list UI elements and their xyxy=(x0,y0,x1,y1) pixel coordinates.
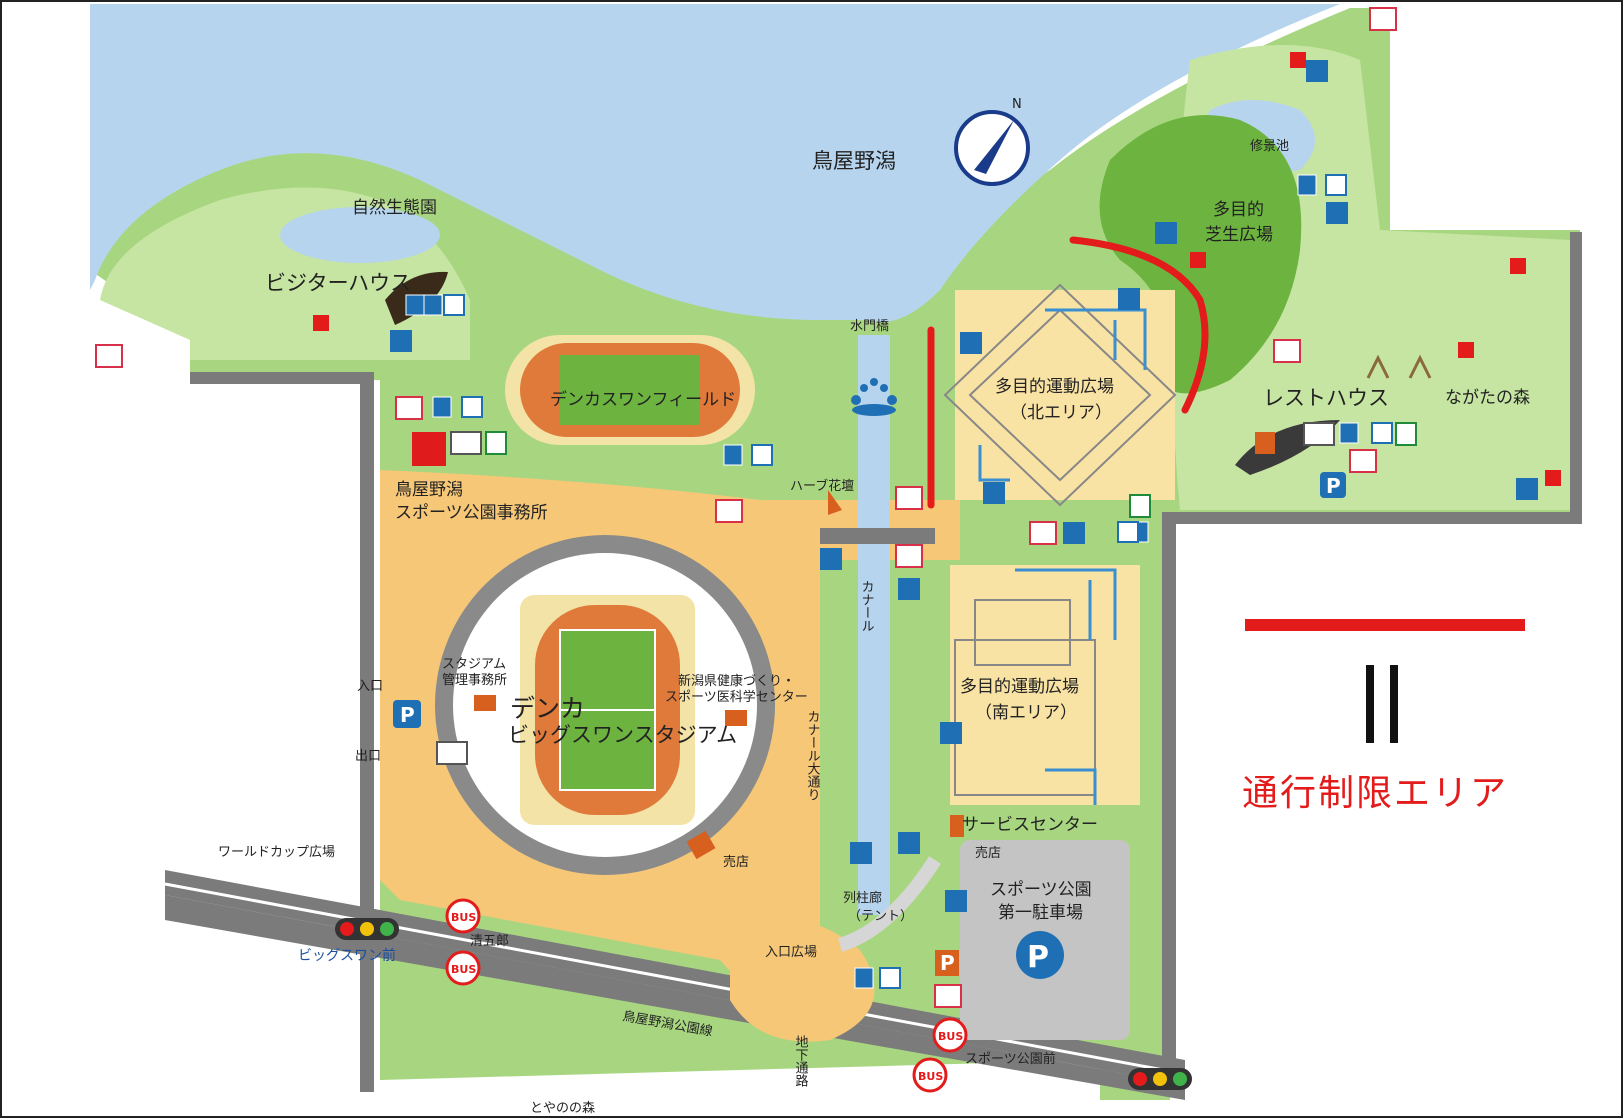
legend-equals-bar-right xyxy=(1390,665,1398,743)
bus-stop-sports-park-2: BUS xyxy=(912,1057,948,1093)
bus-stop-sports-park-2-label: BUS xyxy=(918,1070,943,1083)
no-entry-icons xyxy=(313,52,1561,486)
canal-bridge xyxy=(820,528,935,544)
lake-label: 鳥屋野潟 xyxy=(812,149,896,173)
seigoro-label: 清五郎 xyxy=(470,934,509,949)
compass-north-label: N xyxy=(1012,97,1022,112)
colonnade-label-1: 列柱廊 xyxy=(843,890,882,906)
exit-label: 出口 xyxy=(355,749,381,764)
stadium-label-1: デンカ xyxy=(510,694,585,723)
bicycle-icons xyxy=(95,7,1397,1008)
nature-pond xyxy=(280,207,440,263)
north-area-ground xyxy=(955,290,1175,500)
drinking-fountain-icons xyxy=(390,60,1538,912)
traffic-light-east xyxy=(1128,1068,1192,1090)
entrance-label: 入口 xyxy=(357,679,383,694)
entrance-plaza-label: 入口広場 xyxy=(765,945,817,960)
stadium-office-label-1: スタジアム xyxy=(442,657,506,672)
underpass-label: 地下通路 xyxy=(793,1035,809,1087)
road-centerline xyxy=(164,882,1186,1076)
lawn-plaza-label-1: 多目的 xyxy=(1213,200,1264,220)
parking-label-1: スポーツ公園 xyxy=(990,880,1092,900)
suimon-bridge-label: 水門橋 xyxy=(850,319,889,334)
visitor-house-label: ビジターハウス xyxy=(265,271,411,295)
parking-sign-orange: P xyxy=(935,950,959,976)
canal-label: カナール xyxy=(859,580,874,632)
canal-street-label: カナール大通り xyxy=(805,710,821,801)
compass: N xyxy=(954,97,1030,186)
north-area-label-2: （北エリア） xyxy=(1010,403,1112,423)
smoking-icons xyxy=(436,422,1335,765)
south-area-field2 xyxy=(954,639,1096,796)
bus-stop-seigoro-1: BUS xyxy=(445,898,481,934)
fountain-icon xyxy=(851,378,897,416)
parking-sign-west-label: P xyxy=(400,703,415,727)
shop-building xyxy=(686,830,716,860)
nagata-forest-label: ながたの森 xyxy=(1445,388,1530,408)
restricted-lines xyxy=(927,236,1209,509)
north-area-label-1: 多目的運動広場 xyxy=(995,377,1114,397)
bottom-cut-label: とやのの森 xyxy=(530,1101,595,1116)
colonnade-label-2: （テント） xyxy=(848,909,913,924)
parking-sign-main-label: P xyxy=(1027,940,1049,975)
herb-garden-label: ハーブ花壇 xyxy=(790,478,854,494)
denka-field-label: デンカスワンフィールド xyxy=(550,389,736,410)
lawn-plaza-label-2: 芝生広場 xyxy=(1205,225,1273,245)
rest-house-label: レストハウス xyxy=(1263,386,1389,410)
bus-stop-seigoro-2: BUS xyxy=(445,950,481,986)
forest-peak-icons xyxy=(1366,354,1432,379)
park-office-label-1: 鳥屋野潟 xyxy=(395,480,463,500)
nature-park-label: 自然生態園 xyxy=(352,198,437,218)
traffic-light-west xyxy=(335,918,399,940)
south-area-label-1: 多目的運動広場 xyxy=(960,677,1079,697)
shop-label-east: 売店 xyxy=(975,845,1001,861)
bus-stop-sports-park-1: BUS xyxy=(932,1017,968,1053)
north-area-lines xyxy=(978,308,1147,482)
south-area-label-2: （南エリア） xyxy=(975,703,1077,723)
lake-water xyxy=(90,4,1340,322)
bus-stop-sports-park-1-label: BUS xyxy=(938,1030,963,1043)
south-area-ground xyxy=(950,565,1140,805)
park-office-building xyxy=(412,432,446,466)
herb-garden-bed xyxy=(828,490,842,515)
north-area-diamond-inner xyxy=(968,308,1152,482)
park-office-label-2: スポーツ公園事務所 xyxy=(395,503,548,523)
stadium-office-building xyxy=(474,695,496,711)
shop-label-west: 売店 xyxy=(723,854,749,870)
parking-sign-east-label: P xyxy=(1326,474,1341,498)
service-center-label: サービスセンター xyxy=(962,815,1098,835)
parking-p-east xyxy=(1320,472,1346,498)
bus-stop-seigoro-1-label: BUS xyxy=(451,911,476,924)
restaurant-icon xyxy=(1255,432,1275,454)
shukei-pond-label: 修景池 xyxy=(1250,139,1289,154)
parking-sign-orange-label: P xyxy=(940,951,955,975)
service-center-building xyxy=(950,815,964,837)
stadium-label-2: ビッグスワンスタジアム xyxy=(508,723,737,747)
parking-sign-main: P xyxy=(1016,931,1064,979)
field-pitch xyxy=(560,355,700,425)
phone-icons xyxy=(485,422,1417,518)
health-center-label-1: 新潟県健康づくり・ xyxy=(678,673,795,689)
sports-park-mae-label: スポーツ公園前 xyxy=(965,1051,1056,1067)
wheelchair-icons xyxy=(443,174,1393,989)
south-area-lines xyxy=(1015,568,1117,805)
bigswan-mae-label: ビッグスワン前 xyxy=(298,947,396,964)
stadium-office-label-2: 管理事務所 xyxy=(442,673,507,688)
parking-label-2: 第一駐車場 xyxy=(998,903,1083,923)
health-center-building xyxy=(725,710,747,726)
canal-water xyxy=(858,335,890,915)
parking-sign-west: P xyxy=(393,700,421,728)
entrance-plaza-area xyxy=(730,918,875,1042)
legend: 通行制限エリア xyxy=(1242,619,1525,814)
south-area-field1 xyxy=(974,599,1071,666)
bus-stop-seigoro-2-label: BUS xyxy=(451,963,476,976)
colonnade-arc xyxy=(837,856,941,952)
legend-caption: 通行制限エリア xyxy=(1242,773,1508,814)
worldcup-plaza-label: ワールドカップ広場 xyxy=(218,845,335,860)
health-center-label-2: スポーツ医科学センター xyxy=(665,689,808,705)
legend-equals-bar-left xyxy=(1366,665,1374,743)
north-area-diamond xyxy=(943,283,1177,507)
